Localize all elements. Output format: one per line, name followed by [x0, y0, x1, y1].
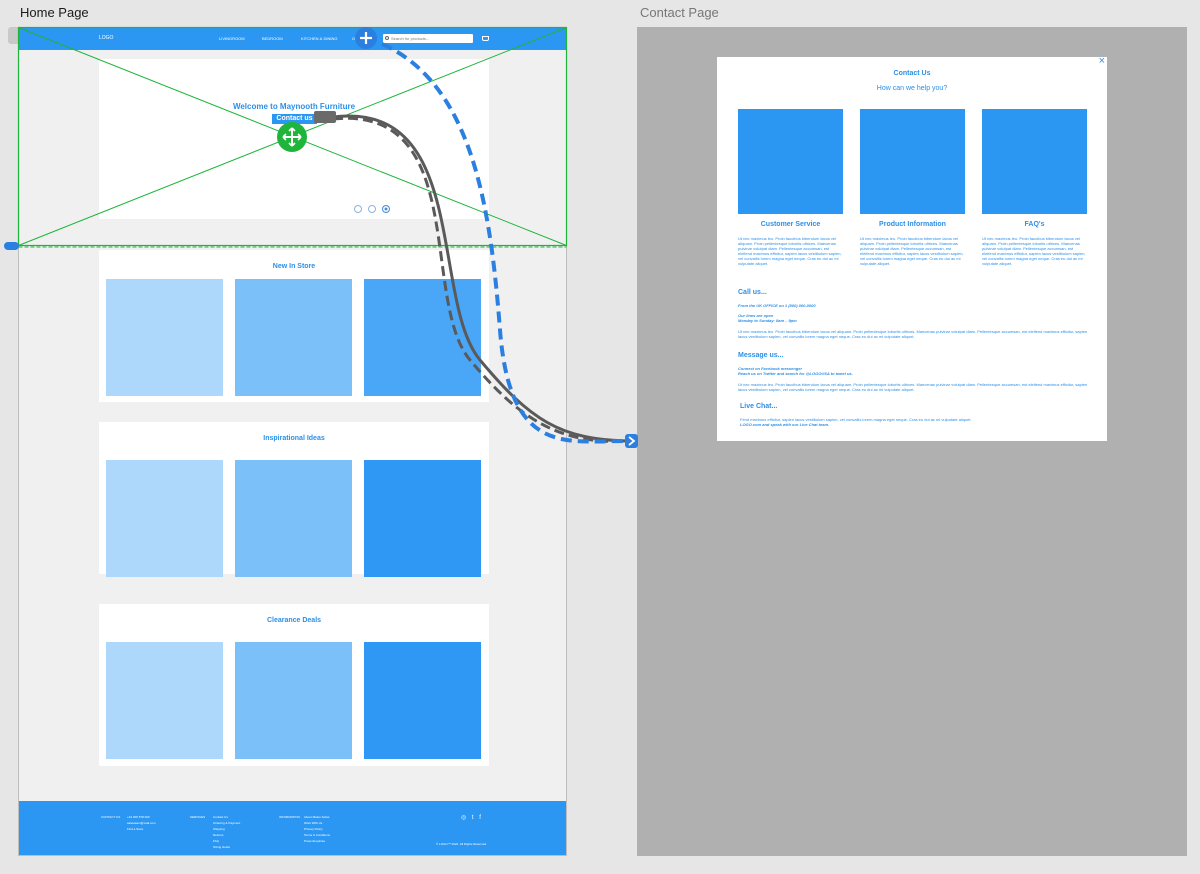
footer-contact-list: +44 000 578 000 salesteam@mail.com Find … — [127, 814, 156, 832]
close-icon[interactable]: × — [1098, 55, 1105, 67]
column-customer-service: Customer Service Ut nec maximus leo. Pro… — [738, 109, 843, 266]
contact-artboard[interactable]: × Contact Us How can we help you? Custom… — [637, 27, 1187, 856]
footer-services-list: Contact Us Ordering & Payment Shipping R… — [213, 814, 240, 850]
hero-title: Welcome to Maynooth Furniture — [232, 102, 356, 111]
column-faqs: FAQ's Ut nec maximus leo. Proin faucibus… — [982, 109, 1087, 266]
copyright: © LOGO™ 2022. All Rights Reserved. — [436, 842, 487, 846]
search-icon — [385, 36, 389, 40]
scroll-marker[interactable] — [4, 242, 19, 250]
call-body: Ut nec maximus leo. Proin faucibus biben… — [738, 329, 1088, 339]
chat-heading: Live Chat... — [740, 403, 778, 410]
carousel-dot-1[interactable] — [354, 205, 362, 213]
footer-link[interactable]: Contact Us — [213, 815, 228, 819]
column-text: Ut nec maximus leo. Proin faucibus biben… — [860, 236, 964, 266]
contact-us-button[interactable]: Contact us — [272, 114, 317, 124]
facebook-icon[interactable]: f — [479, 815, 481, 821]
footer-link[interactable]: +44 000 578 000 — [127, 815, 150, 819]
footer-info-head: INFORMATION — [279, 815, 300, 819]
footer-info-list: About Maloo Sofas Work With Us Privacy P… — [304, 814, 330, 844]
image-placeholder — [860, 109, 965, 214]
footer: CONTACT US +44 000 578 000 salesteam@mai… — [19, 801, 566, 855]
message-line-2: Reach us on Twitter and search for @LOGO… — [738, 371, 853, 376]
carousel-dot-2[interactable] — [368, 205, 376, 213]
column-product-information: Product Information Ut nec maximus leo. … — [860, 109, 965, 266]
message-line-1: Connect on Facebook messenger — [738, 366, 803, 371]
search-placeholder: Search for products... — [391, 36, 430, 41]
section-title: Inspirational Ideas — [263, 435, 325, 442]
message-heading: Message us... — [738, 352, 784, 359]
artboard-tab-stub — [8, 27, 20, 44]
home-artboard-label[interactable]: Home Page — [20, 5, 89, 20]
modal-title: Contact Us — [893, 70, 931, 77]
chat-line-1: LOGO.com and speak with our Live Chat te… — [740, 422, 830, 427]
column-title: FAQ's — [1024, 221, 1045, 228]
contact-artboard-label[interactable]: Contact Page — [640, 5, 719, 20]
product-tile[interactable] — [235, 279, 352, 396]
product-tile[interactable] — [364, 642, 481, 759]
product-tile[interactable] — [364, 279, 481, 396]
column-title: Customer Service — [760, 221, 821, 228]
call-line-3: Monday to Sunday: 8am – 9pm — [738, 318, 797, 323]
section-title: Clearance Deals — [266, 617, 322, 624]
image-placeholder — [738, 109, 843, 214]
product-tile[interactable] — [106, 460, 223, 577]
call-heading: Call us... — [738, 289, 767, 296]
home-artboard[interactable]: LOGO LIVINGROOM BEDROOM KITCHEN & DINING… — [18, 27, 567, 856]
chat-body: Fend maximus efficitur, sapien lacus ves… — [740, 417, 972, 422]
footer-link[interactable]: Work With Us — [304, 821, 323, 825]
footer-services-head: SERVICES — [190, 815, 206, 819]
footer-link[interactable]: Press Enquiries — [304, 839, 326, 843]
column-text: Ut nec maximus leo. Proin faucibus biben… — [982, 236, 1086, 266]
section-clearance-deals: Clearance Deals — [99, 604, 489, 766]
column-text: Ut nec maximus leo. Proin faucibus biben… — [738, 236, 842, 266]
footer-link[interactable]: Sizing Guide — [213, 845, 231, 849]
product-tile[interactable] — [106, 642, 223, 759]
footer-link[interactable]: Returns — [213, 833, 224, 837]
nav-link-livingroom[interactable]: LIVINGROOM — [219, 36, 245, 41]
footer-link[interactable]: Find a Store — [127, 827, 144, 831]
nav-link-bedroom[interactable]: BEDROOM — [262, 36, 283, 41]
footer-link[interactable]: Ordering & Payment — [213, 821, 241, 825]
carousel-dot-3-active[interactable] — [382, 205, 390, 213]
hero-banner: Welcome to Maynooth Furniture Contact us — [99, 59, 489, 219]
call-line-2: Our lines are open — [738, 313, 774, 318]
footer-link[interactable]: salesteam@mail.com — [127, 821, 156, 825]
search-input[interactable]: Search for products... — [383, 34, 473, 43]
footer-link[interactable]: Terms & Conditions — [304, 833, 331, 837]
column-title: Product Information — [879, 221, 946, 228]
instagram-icon[interactable]: ◎ — [461, 815, 467, 821]
product-tile[interactable] — [364, 460, 481, 577]
product-tile[interactable] — [235, 460, 352, 577]
twitter-icon[interactable]: t — [471, 815, 474, 821]
nav-logo[interactable]: LOGO — [99, 35, 114, 41]
section-new-in-store: New In Store — [99, 250, 489, 402]
message-body: Ut nec maximus leo. Proin faucibus biben… — [738, 382, 1088, 392]
footer-link[interactable]: Privacy Policy — [304, 827, 323, 831]
nav-link-kitchen[interactable]: KITCHEN & DINING — [301, 36, 338, 41]
modal-subtitle: How can we help you? — [876, 85, 948, 92]
product-tile[interactable] — [235, 642, 352, 759]
social-links: ◎ t f — [461, 814, 485, 821]
nav-link-office[interactable]: OF — [352, 36, 358, 41]
product-tile[interactable] — [106, 279, 223, 396]
image-placeholder — [982, 109, 1087, 214]
footer-link[interactable]: FAQ — [213, 839, 220, 843]
footer-link[interactable]: Shipping — [213, 827, 225, 831]
section-title: New In Store — [272, 263, 316, 270]
basket-icon[interactable] — [482, 36, 489, 41]
section-inspirational-ideas: Inspirational Ideas — [99, 422, 489, 577]
top-nav: LOGO LIVINGROOM BEDROOM KITCHEN & DINING… — [19, 28, 566, 50]
footer-link[interactable]: About Maloo Sofas — [304, 815, 330, 819]
footer-contact-head: CONTACT US — [101, 815, 121, 819]
call-line-1: From the UK OFFICE on 1 (800) 000-0000 — [738, 303, 816, 308]
contact-modal: × Contact Us How can we help you? Custom… — [717, 55, 1107, 441]
